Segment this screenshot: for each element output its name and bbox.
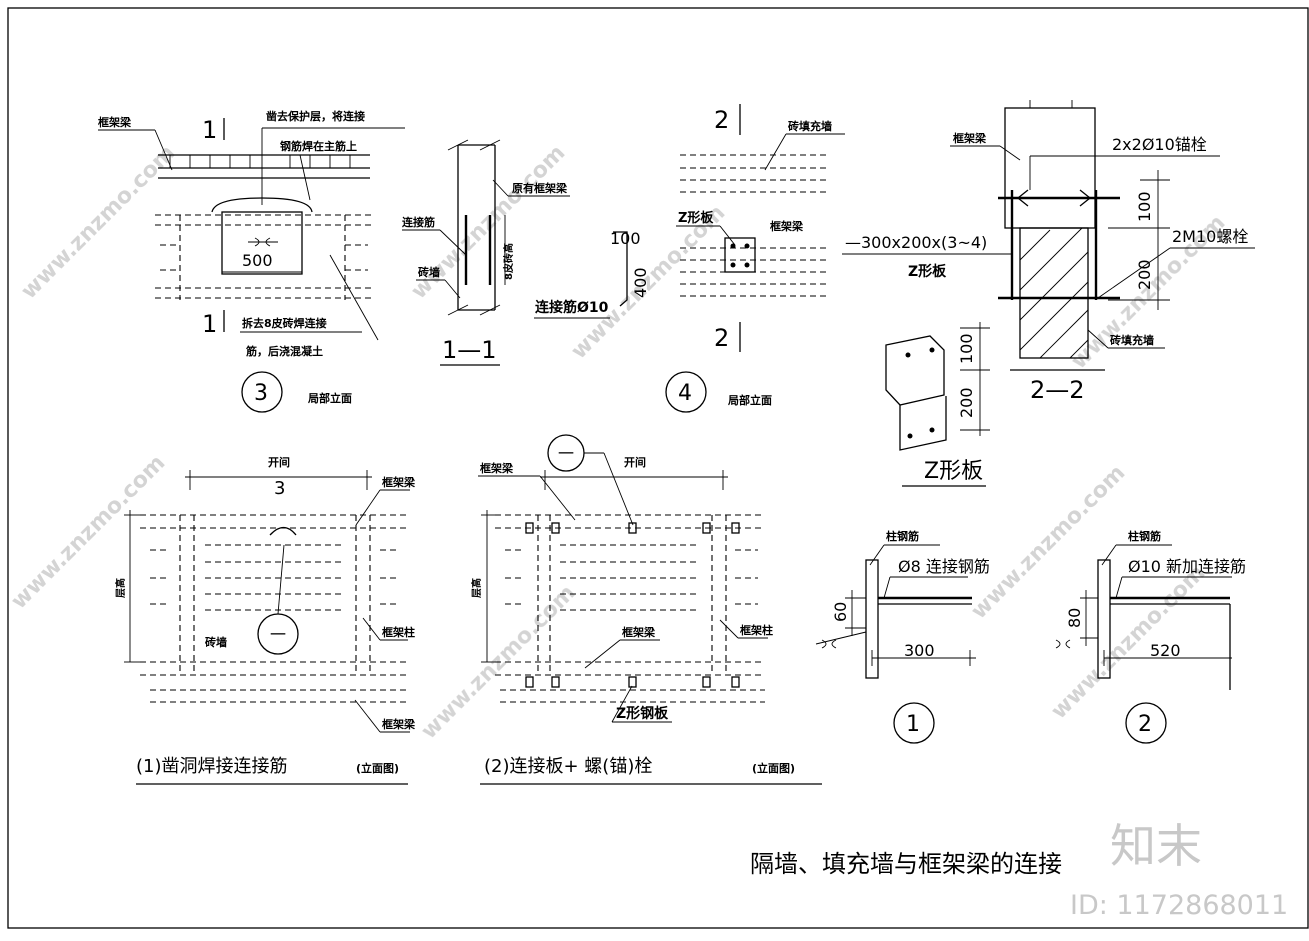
detail-number: 1 [906,712,920,737]
elevation-caption: (2)连接板+ 螺(锚)栓 [484,756,652,777]
dimension-100: 100 [1135,191,1154,222]
label-connect-bar: 连接筋 [402,215,435,229]
label-brick-wall: 砖墙 [418,265,440,279]
section-name: 2—2 [1030,376,1085,404]
detail-number: 3 [254,381,268,406]
detail-2: 柱钢筋 Ø10 新加连接筋 80 520 2 [1055,529,1246,744]
ref-symbol: 一 [270,625,286,644]
label-frame-beam: 框架梁 [98,115,132,129]
dimension-400: 400 [631,267,650,298]
drawing-title: 隔墙、填充墙与框架梁的连接 [750,850,1062,878]
label-infill-wall: 砖填充墙 [788,119,832,133]
dimension-100: 100 [610,229,641,248]
watermark-text: www.znzmo.com [7,450,171,614]
detail-3: 1 1 500 框架梁 凿去保护层，将连接 钢筋焊在主筋上 拆去8皮砖焊连接 筋… [98,109,405,413]
note-remove-brick-2: 筋，后浇混凝土 [245,344,323,358]
watermark-text: www.znzmo.com [967,460,1131,624]
detail-4: 2 2 砖填充墙 Z形板 框架梁 4 局部立面 [665,104,845,413]
label-beam-top: 框架梁 [382,475,416,489]
brand-logo: 知末 [1110,819,1202,873]
label-col-bar: 柱钢筋 [1128,529,1161,543]
note-remove-cover-1: 凿去保护层，将连接 [266,109,365,123]
dimension-100: 100 [957,333,976,364]
label-column: 框架柱 [382,625,415,639]
label-bay: 开间 [624,456,646,469]
detail-number: 4 [678,381,692,406]
label-plate-name: Z形板 [908,263,947,280]
cut-mark-label: 2 [714,324,729,352]
section-name: 1—1 [442,336,497,364]
note-remove-brick-1: 拆去8皮砖焊连接 [242,316,327,330]
note-remove-cover-2: 钢筋焊在主筋上 [280,139,357,153]
dimension-300: 300 [904,641,935,660]
dimension-520: 520 [1150,641,1181,660]
label-bar: Ø8 连接钢筋 [898,557,990,576]
label-wall: 砖墙 [205,635,227,649]
label-infill: 砖填充墙 [1110,333,1154,347]
label-height: 层高 [470,578,483,598]
label-z-plate: Z形板 [678,210,714,226]
label-bay: 开间 [268,456,290,469]
detail-number: 2 [1138,712,1152,737]
dimension-200: 200 [1135,259,1154,290]
label-height: 层高 [114,578,127,598]
dimension-200: 200 [957,387,976,418]
z-plate-sketch: 100 200 Z形板 [885,322,990,487]
label-existing-beam: 原有框架梁 [512,181,568,195]
label-bar: 连接筋Ø10 [535,299,609,316]
label-beam-bottom: 框架梁 [382,717,416,731]
dimension-500: 500 [242,251,273,270]
section-1-1: 8皮砖高 原有框架梁 连接筋 砖墙 1—1 100 400 连接筋Ø10 [402,139,650,366]
zplate-name: Z形板 [924,459,983,484]
caption-partial-elevation: 局部立面 [307,391,352,405]
label-beam-top: 框架梁 [480,461,514,475]
label-beam-mid: 框架梁 [622,625,656,639]
caption-partial-elevation: 局部立面 [727,393,772,407]
id-label: ID: 1172868011 [1070,890,1288,921]
label-bolt: 2M10螺栓 [1172,227,1248,246]
label-bar: Ø10 新加连接筋 [1128,557,1246,576]
label-col-bar: 柱钢筋 [886,529,919,543]
label-plate-spec: —300x200x(3~4) [845,233,987,252]
label-eight-courses: 8皮砖高 [502,243,515,280]
label-bay-count: 3 [274,478,285,499]
detail-1: 柱钢筋 Ø8 连接钢筋 60 300 1 [815,529,990,744]
watermark-text: www.znzmo.com [1047,560,1211,724]
elevation-2: 一 框架梁 开间 [470,434,822,785]
label-frame-beam: 框架梁 [953,131,987,145]
ref-symbol: 一 [558,444,574,463]
cut-mark-label: 1 [202,310,217,338]
elevation-caption-note: (立面图) [752,761,795,775]
label-column: 框架柱 [740,623,773,637]
dimension-60: 60 [831,602,850,622]
section-2-2: 100 200 框架梁 2x2Ø10锚栓 —300x200x(3~4) Z形板 … [842,100,1255,404]
elevation-caption-note: (立面图) [356,761,399,775]
elevation-1: 开间 3 框架梁 层高 砖墙 框架柱 框架梁 [114,456,416,785]
label-frame-beam: 框架梁 [770,219,804,233]
cut-mark-label: 1 [202,116,217,144]
label-plate: Z形钢板 [616,705,669,722]
cut-mark-label: 2 [714,106,729,134]
label-anchor: 2x2Ø10锚栓 [1112,135,1207,154]
dimension-80: 80 [1065,608,1084,628]
elevation-caption: (1)凿洞焊接连接筋 [136,756,288,777]
sheet-border [7,7,1309,929]
watermark-text: www.znzmo.com [17,140,181,304]
